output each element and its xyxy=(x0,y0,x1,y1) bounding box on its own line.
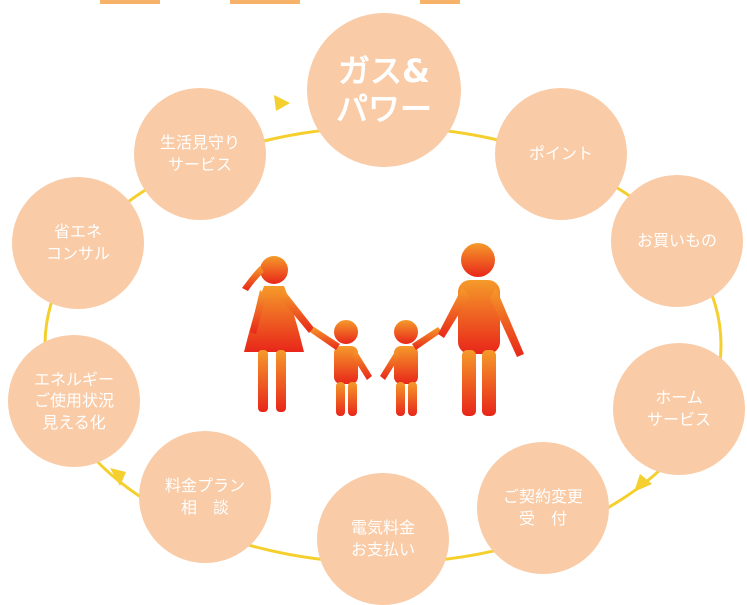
energy-visualize-circle[interactable]: エネルギー ご使用状況 見える化 xyxy=(8,335,140,467)
payment-circle[interactable]: 電気料金 お支払い xyxy=(317,473,449,605)
energy-saving-circle[interactable]: 省エネ コンサル xyxy=(12,177,144,309)
home-service-circle[interactable]: ホーム サービス xyxy=(613,343,745,475)
shopping-circle[interactable]: お買いもの xyxy=(611,175,743,307)
arrow-icon-top xyxy=(274,95,290,111)
gas-power-circle[interactable]: ガス& パワー xyxy=(307,13,461,167)
plan-consult-circle[interactable]: 料金プラン 相 談 xyxy=(139,431,271,563)
arrow-icon-left xyxy=(110,468,126,486)
watch-service-circle[interactable]: 生活見守り サービス xyxy=(134,88,266,220)
family-icon xyxy=(242,243,524,416)
arrow-icon-right xyxy=(634,474,652,492)
contract-change-circle[interactable]: ご契約変更 受 付 xyxy=(477,442,609,574)
top-edge-decoration xyxy=(100,0,460,4)
point-circle[interactable]: ポイント xyxy=(495,88,627,220)
